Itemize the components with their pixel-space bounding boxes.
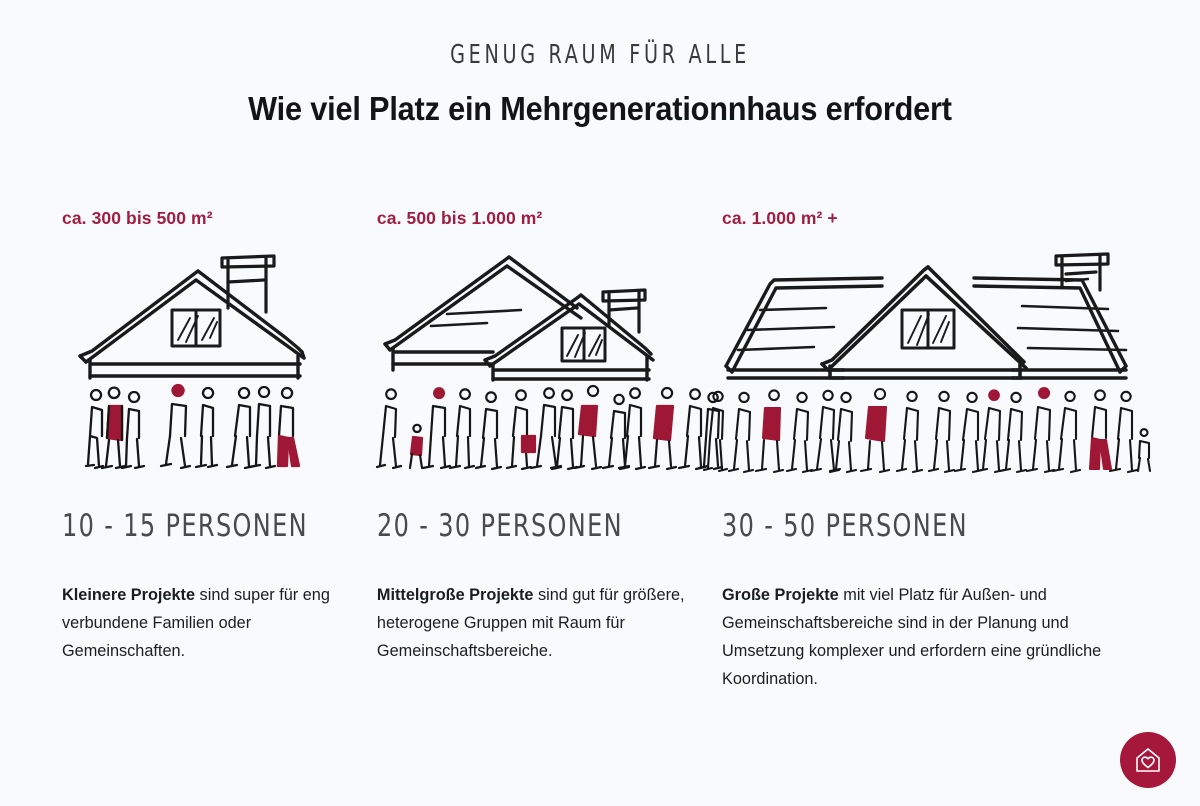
people-group-large bbox=[702, 387, 1152, 480]
area-label-1: ca. 300 bis 500 m² bbox=[62, 208, 213, 228]
description-3-rest: mit viel Platz für Außen- und Gemeinscha… bbox=[722, 586, 1102, 689]
description-1-rest: sind super für eng verbundene Familien o… bbox=[62, 586, 330, 661]
people-group-small bbox=[82, 383, 308, 478]
count-label-3: 30 - 50 PERSONEN bbox=[722, 508, 968, 544]
description-1-bold: Kleinere Projekte bbox=[62, 586, 196, 604]
illustration-2 bbox=[375, 248, 724, 513]
description-2: Mittelgroße Projekte sind gut für größer… bbox=[377, 581, 692, 665]
column-large-project: ca. 1.000 m² + bbox=[702, 208, 1152, 693]
house-illustration-large bbox=[722, 248, 1142, 380]
area-label-3: ca. 1.000 m² + bbox=[722, 208, 838, 228]
illustration-3 bbox=[702, 248, 1152, 513]
house-heart-icon bbox=[1132, 744, 1164, 776]
illustration-1 bbox=[62, 248, 377, 513]
columns-container: ca. 300 bis 500 m² bbox=[0, 208, 1200, 693]
page-title: Wie viel Platz ein Mehrgenerationnhaus e… bbox=[248, 90, 952, 127]
column-medium-project: ca. 500 bis 1.000 m² bbox=[375, 208, 724, 693]
count-label-1: 10 - 15 PERSONEN bbox=[62, 508, 308, 544]
description-1: Kleinere Projekte sind super für eng ver… bbox=[62, 581, 352, 665]
description-3-bold: Große Projekte bbox=[722, 586, 839, 604]
description-2-rest: sind gut für größere, heterogene Gruppen… bbox=[376, 586, 685, 661]
description-3: Große Projekte mit viel Platz für Außen-… bbox=[722, 581, 1142, 693]
eyebrow-text: GENUG RAUM FÜR ALLE bbox=[450, 40, 750, 70]
logo-badge[interactable] bbox=[1120, 732, 1176, 788]
house-illustration-small bbox=[76, 252, 336, 382]
people-group-medium bbox=[375, 384, 724, 478]
column-small-project: ca. 300 bis 500 m² bbox=[62, 208, 377, 693]
infographic-canvas: GENUG RAUM FÜR ALLE Wie viel Platz ein M… bbox=[0, 42, 1200, 806]
count-label-2: 20 - 30 PERSONEN bbox=[376, 508, 623, 544]
house-illustration-medium bbox=[381, 252, 666, 382]
description-2-bold: Mittelgroße Projekte bbox=[376, 586, 534, 604]
area-label-2: ca. 500 bis 1.000 m² bbox=[376, 208, 543, 228]
